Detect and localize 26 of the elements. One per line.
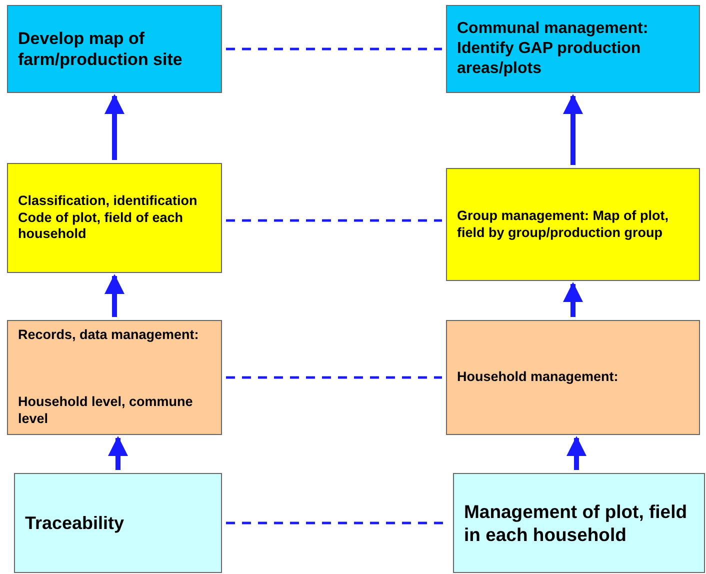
arrow <box>108 436 128 470</box>
box-text: Classification, identification Code of plot, field of each household <box>18 192 198 244</box>
dashed-connector <box>226 48 442 50</box>
arrow <box>104 94 124 160</box>
box-text: Household management: <box>457 369 620 386</box>
box-text: Traceability <box>25 512 126 534</box>
box-text: Management of plot, field in each household <box>464 500 688 546</box>
box-text: Household level, commune level <box>18 394 194 428</box>
box-text: Records, data management: <box>18 327 200 344</box>
box-text: Group management: Map of plot, field by group/production group <box>457 208 670 242</box>
arrow <box>566 436 586 470</box>
dashed-connector <box>226 376 442 379</box>
arrow <box>104 274 124 317</box>
process-box <box>446 320 700 435</box>
dashed-connector <box>226 219 442 222</box>
process-box <box>7 163 222 273</box>
box-text: Communal management: Identify GAP production areas/plots <box>457 19 650 79</box>
process-box <box>446 168 700 281</box>
process-box <box>446 5 700 93</box>
process-box <box>7 320 222 435</box>
box-text: Develop map of farm/production site <box>18 28 184 70</box>
process-box <box>14 473 222 573</box>
process-box <box>7 5 222 93</box>
process-box <box>453 473 705 573</box>
arrow <box>563 94 583 165</box>
arrow <box>563 282 583 317</box>
